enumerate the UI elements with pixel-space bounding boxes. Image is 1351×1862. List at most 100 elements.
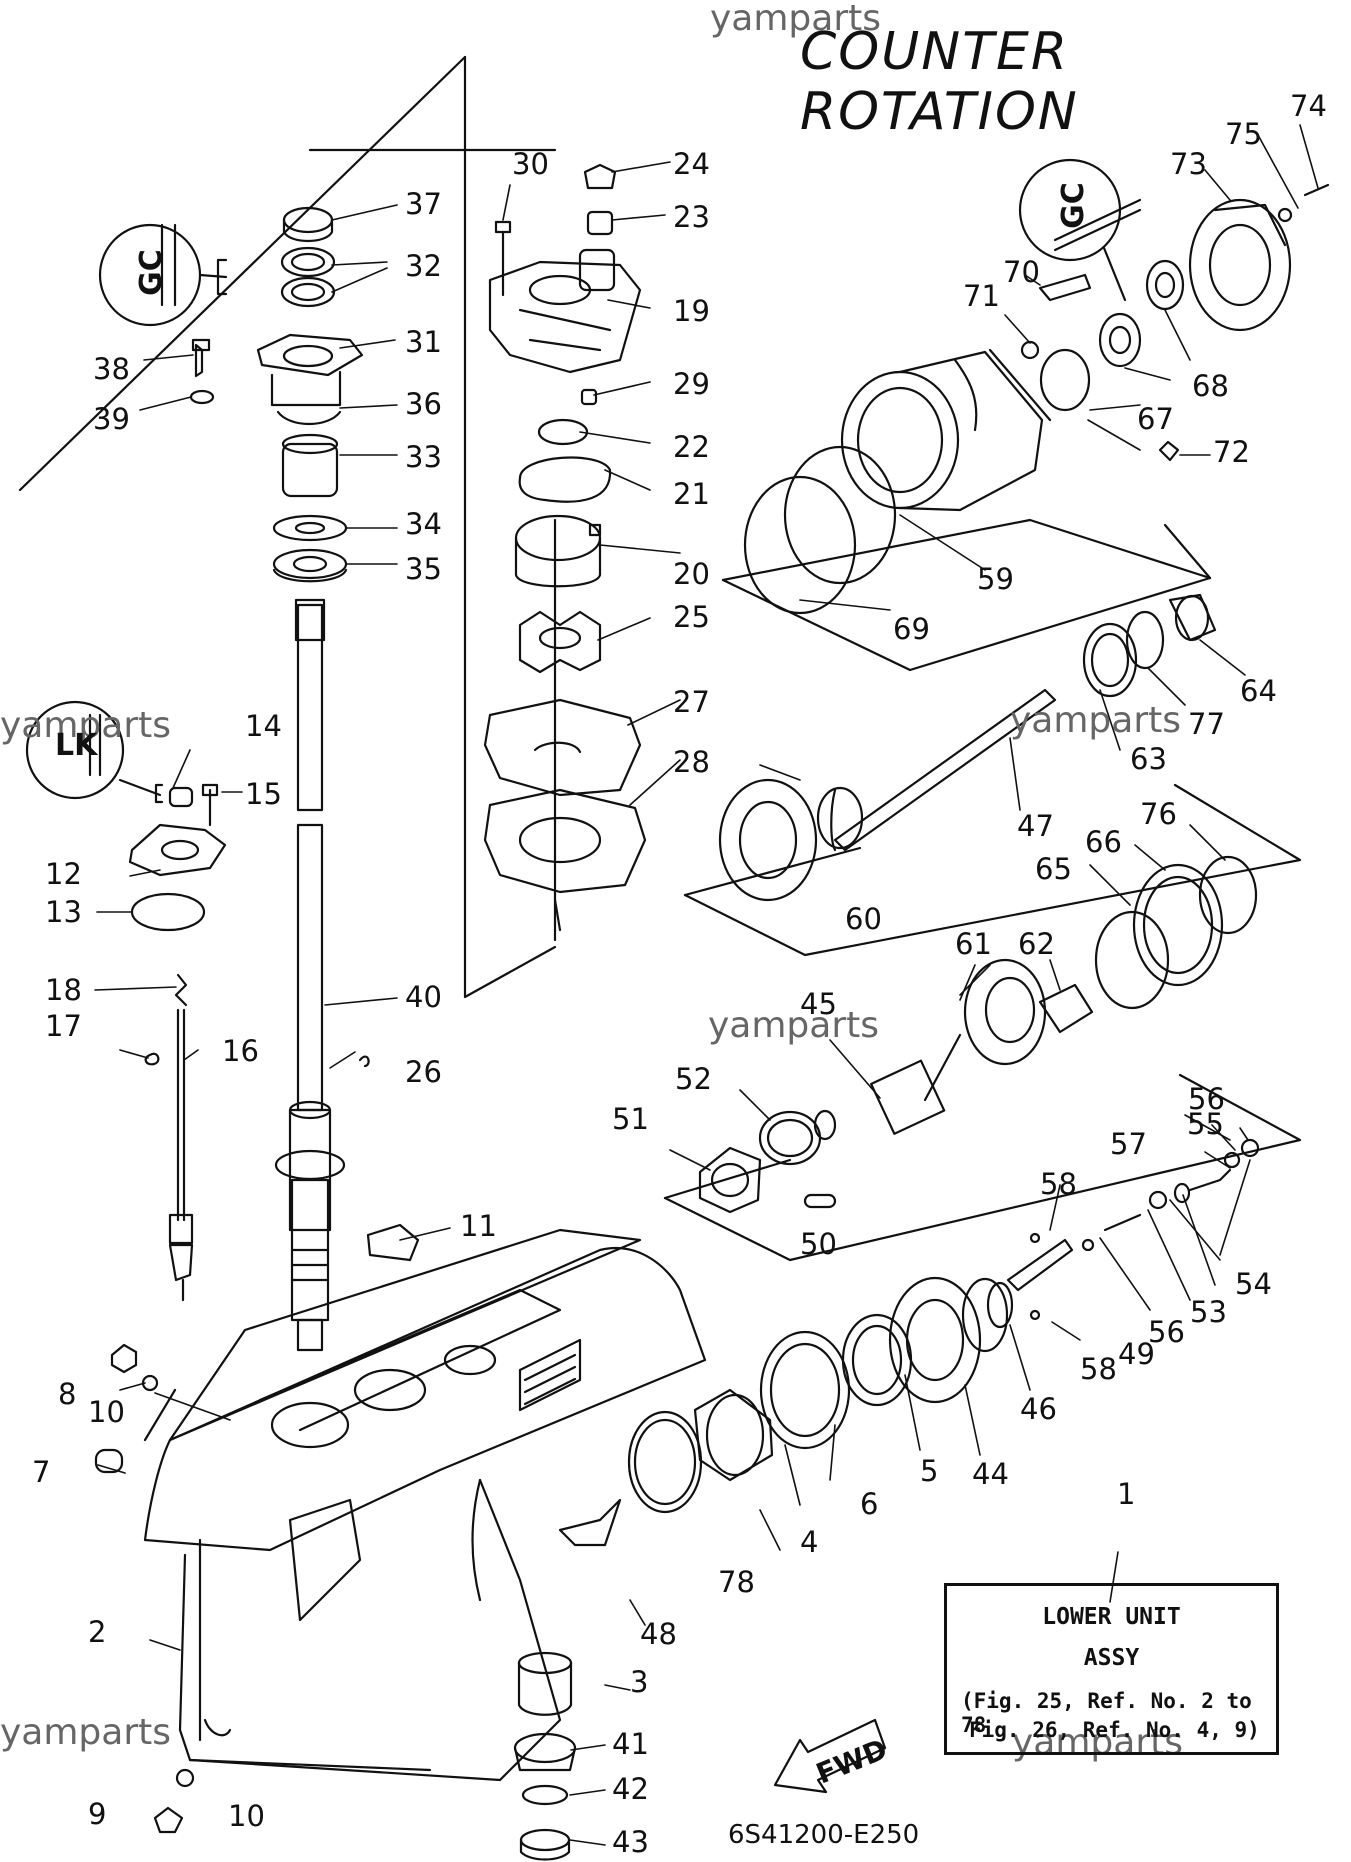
callout: 65: [1035, 852, 1072, 886]
bracket-middle: [683, 783, 1302, 957]
callout: 73: [1170, 147, 1207, 181]
callout: 49: [1118, 1337, 1155, 1371]
callout: 56: [1148, 1315, 1185, 1349]
callout: 41: [612, 1727, 649, 1761]
bracket-upper: [721, 518, 1212, 672]
callout: 18: [45, 973, 82, 1007]
callout: 74: [1290, 89, 1327, 123]
lower-unit-info-box: LOWER UNIT ASSY (Fig. 25, Ref. No. 2 to …: [944, 1583, 1279, 1755]
callout: 45: [800, 987, 837, 1021]
callout: 12: [45, 857, 82, 891]
callout: 20: [673, 557, 710, 591]
callout: 14: [245, 709, 282, 743]
callout: 29: [673, 367, 710, 401]
callout: 32: [405, 249, 442, 283]
pinion-parts: [513, 1498, 622, 1861]
callout: 53: [1190, 1295, 1227, 1329]
callout: 63: [1130, 742, 1167, 776]
callout: 25: [673, 600, 710, 634]
bearing-housing-59: [743, 183, 1330, 615]
callout: 70: [1003, 255, 1040, 289]
info-box-line1: LOWER UNIT: [1042, 1604, 1181, 1630]
callout: 3: [630, 1665, 649, 1699]
reverse-gear-assembly: [627, 1276, 1009, 1514]
callout: 24: [673, 147, 710, 181]
callout: 30: [512, 147, 549, 181]
grease-symbol: GC: [1055, 182, 1091, 229]
callout: 48: [640, 1617, 677, 1651]
callout: 9: [88, 1797, 107, 1831]
shift-plunger-parts: [986, 1138, 1260, 1329]
callout: 37: [405, 187, 442, 221]
callout: 43: [612, 1825, 649, 1859]
locktite-symbol: LK: [55, 728, 98, 763]
callout: 4: [800, 1525, 819, 1559]
callout: 47: [1017, 809, 1054, 843]
diagram-title: COUNTER ROTATION: [800, 22, 1079, 142]
callout: 67: [1137, 402, 1174, 436]
callout: 57: [1110, 1127, 1147, 1161]
callout: 15: [245, 777, 282, 811]
callout: 34: [405, 507, 442, 541]
callout: 5: [920, 1454, 939, 1488]
fwd-arrow: [773, 1718, 887, 1794]
callout: 71: [963, 279, 1000, 313]
callout: 2: [88, 1615, 107, 1649]
callout: 54: [1235, 1267, 1272, 1301]
drawing-number: 6S41200-E250: [728, 1820, 920, 1850]
callout: 10: [228, 1799, 265, 1833]
callout: 68: [1192, 369, 1229, 403]
callout: 13: [45, 895, 82, 929]
parts-7-11: [94, 1055, 420, 1834]
callout: 75: [1225, 117, 1262, 151]
callout: 36: [405, 387, 442, 421]
leader-lines: [94, 124, 1319, 1846]
drive-shaft: [274, 598, 346, 1352]
water-pump-parts: [483, 163, 647, 894]
callout: 27: [673, 685, 710, 719]
callout: 72: [1213, 435, 1250, 469]
callout: 55: [1187, 1107, 1224, 1141]
callout: 17: [45, 1009, 82, 1043]
callout: 39: [93, 402, 130, 436]
callout: 58: [1080, 1352, 1117, 1386]
clutch-assembly: [698, 1109, 837, 1214]
callout: 26: [405, 1055, 442, 1089]
callout: 31: [405, 325, 442, 359]
callout: 62: [1018, 927, 1055, 961]
symbol-circles: [25, 158, 1142, 804]
callout: 21: [673, 477, 710, 511]
callout: 19: [673, 294, 710, 328]
callout: 59: [977, 562, 1014, 596]
callout: 60: [845, 902, 882, 936]
callout: 77: [1188, 707, 1225, 741]
callout: 78: [718, 1565, 755, 1599]
gearcase-housing: [143, 1228, 707, 1782]
callout: 42: [612, 1772, 649, 1806]
callout: 35: [405, 552, 442, 586]
callout: 38: [93, 352, 130, 386]
callout: 64: [1240, 674, 1277, 708]
callout: 22: [673, 430, 710, 464]
callout: 33: [405, 440, 442, 474]
callout: 50: [800, 1227, 837, 1261]
bracket-lower: [663, 1073, 1302, 1262]
bevel-gear-assembly: [870, 855, 1258, 1135]
info-box-line2: ASSY: [1083, 1645, 1140, 1671]
callout: 28: [673, 745, 710, 779]
callout: 52: [675, 1062, 712, 1096]
callout: 46: [1020, 1392, 1057, 1426]
info-box-line4: Fig. 26, Ref. No. 4, 9): [969, 1718, 1260, 1742]
callout: 51: [612, 1102, 649, 1136]
callout: 69: [893, 612, 930, 646]
callout: 8: [58, 1377, 77, 1411]
callout: 11: [460, 1209, 497, 1243]
info-box-line3: (Fig. 25, Ref. No. 2 to 78: [961, 1689, 1252, 1737]
callout: 58: [1040, 1167, 1077, 1201]
callout: 10: [88, 1395, 125, 1429]
callout: 56: [1188, 1082, 1225, 1116]
callout: 23: [673, 200, 710, 234]
callout: 66: [1085, 825, 1122, 859]
